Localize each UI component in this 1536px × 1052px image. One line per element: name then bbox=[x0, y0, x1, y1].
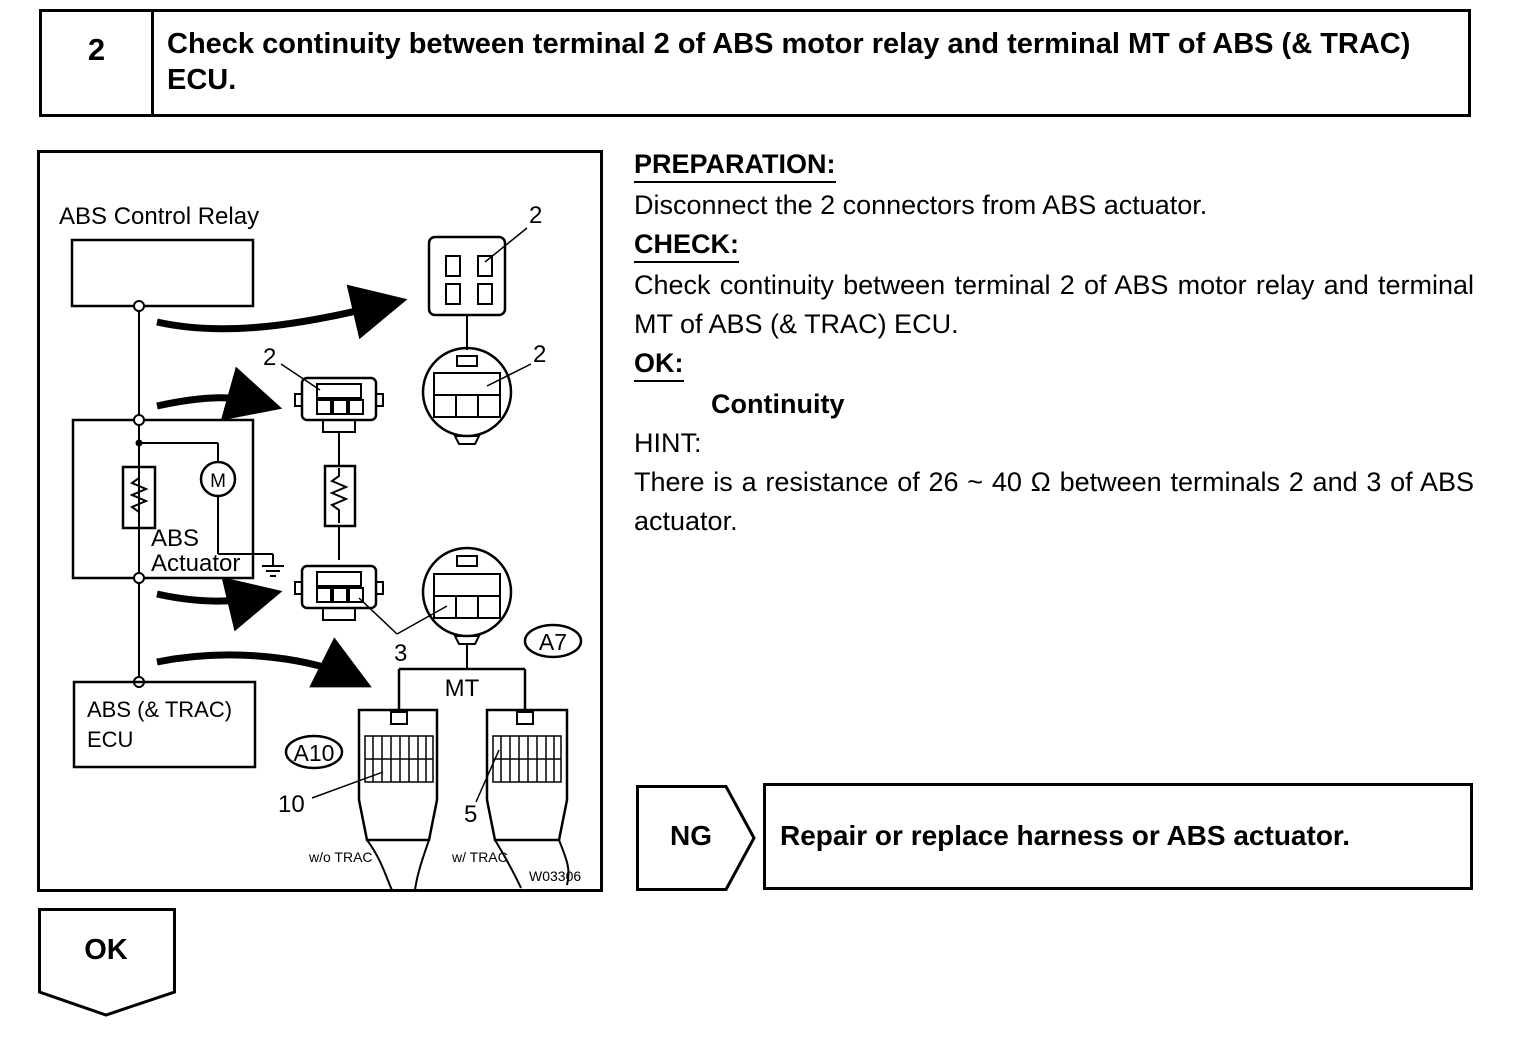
ecu-label-1: ABS (& TRAC) bbox=[87, 697, 232, 722]
wiring-diagram: ABS Control Relay M ABS Actuator ABS (& … bbox=[37, 150, 603, 892]
connector-a7-badge bbox=[523, 623, 583, 659]
ok-heading: OK: bbox=[634, 346, 684, 382]
pin-2-relay: 2 bbox=[529, 202, 542, 229]
ok-criterion: Continuity bbox=[711, 389, 845, 419]
check-heading: CHECK: bbox=[634, 227, 739, 263]
arrow-ecu bbox=[156, 637, 372, 688]
instructions-panel: PREPARATION: Disconnect the 2 connectors… bbox=[634, 145, 1474, 541]
ng-action-text: Repair or replace harness or ABS actuato… bbox=[780, 820, 1351, 851]
relay-connector bbox=[427, 235, 507, 317]
actuator-box bbox=[71, 418, 255, 580]
ng-label: NG bbox=[670, 820, 712, 851]
connector-a7: A7 bbox=[539, 629, 567, 655]
preparation-heading: PREPARATION: bbox=[634, 147, 836, 183]
preparation-text: Disconnect the 2 connectors from ABS act… bbox=[634, 190, 1208, 220]
step-number: 2 bbox=[42, 12, 154, 114]
ecu-box bbox=[72, 680, 257, 769]
actuator-label-1: ABS bbox=[151, 525, 199, 552]
actuator-label-2: Actuator bbox=[151, 550, 240, 577]
ok-arrow-tag bbox=[38, 908, 176, 1017]
actuator-round-connector-upper bbox=[421, 346, 513, 438]
diagram-frame bbox=[37, 150, 603, 892]
pin-2-round-upper: 2 bbox=[533, 341, 546, 368]
hint-text: There is a resistance of 26 ~ 40 Ω betwe… bbox=[634, 467, 1474, 536]
pin-mt: MT bbox=[445, 675, 480, 702]
ng-action-box: Repair or replace harness or ABS actuato… bbox=[763, 783, 1473, 890]
step-title: Check continuity between terminal 2 of A… bbox=[167, 28, 1411, 96]
step-header: 2 Check continuity between terminal 2 of… bbox=[39, 9, 1471, 117]
actuator-round-connector-lower bbox=[421, 546, 513, 638]
arrow-actuator-lower bbox=[156, 576, 283, 632]
motor-label: M bbox=[210, 471, 226, 492]
relay-label: ABS Control Relay bbox=[59, 203, 259, 230]
figure-code: W03306 bbox=[529, 868, 581, 884]
connector-a10-badge bbox=[284, 734, 344, 770]
label-without-trac: w/o TRAC bbox=[308, 849, 373, 865]
pin-5: 5 bbox=[464, 801, 477, 828]
ng-arrow-tag bbox=[636, 785, 756, 891]
ok-label: OK bbox=[84, 934, 128, 966]
arrow-actuator-upper bbox=[156, 366, 283, 421]
connector-a10: A10 bbox=[294, 740, 335, 766]
ecu-connector-right bbox=[485, 708, 569, 842]
pin-2-square-upper: 2 bbox=[263, 344, 276, 371]
label-with-trac: w/ TRAC bbox=[451, 849, 508, 865]
hint-heading: HINT: bbox=[634, 428, 702, 458]
pin-10: 10 bbox=[278, 791, 305, 818]
ecu-label-2: ECU bbox=[87, 727, 133, 752]
pin-3: 3 bbox=[394, 640, 407, 667]
arrow-relay bbox=[156, 284, 408, 340]
relay-box bbox=[70, 238, 255, 308]
check-text: Check continuity between terminal 2 of A… bbox=[634, 270, 1474, 339]
actuator-resistor bbox=[121, 465, 157, 530]
